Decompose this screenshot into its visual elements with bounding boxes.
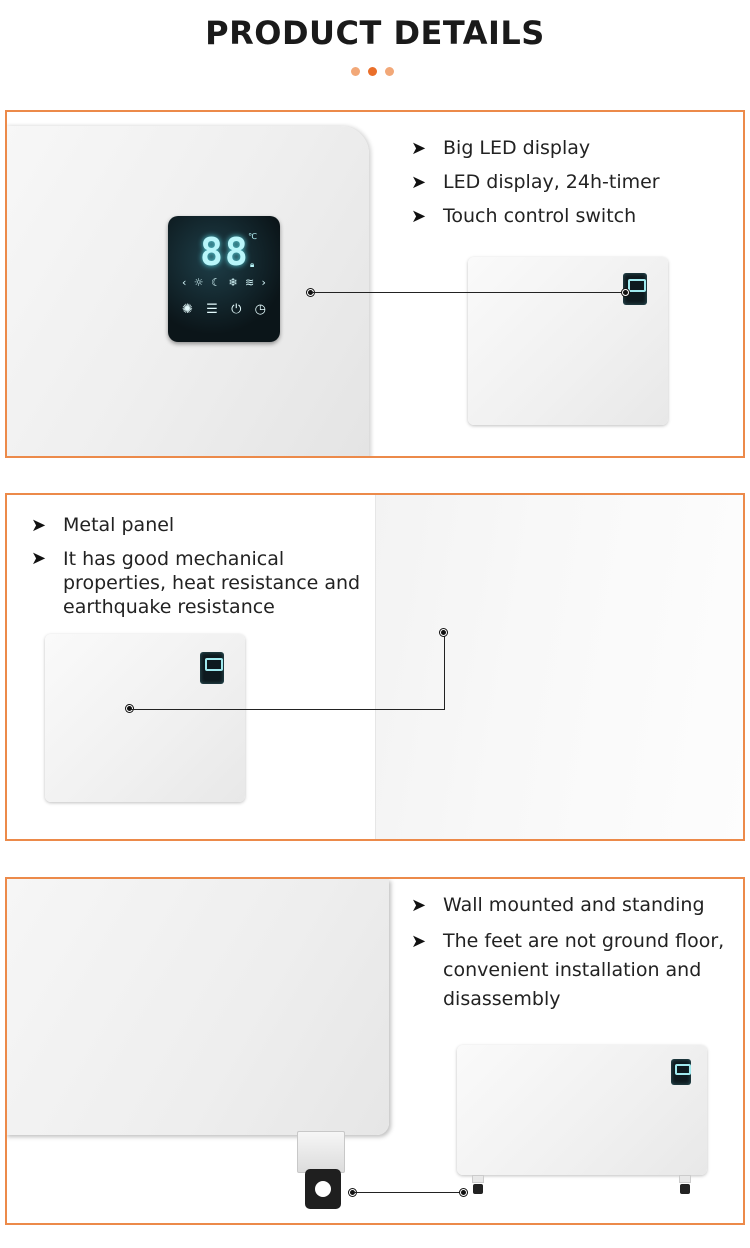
arrow-right-icon: ➤ [411, 206, 427, 227]
list-item: ➤Metal panel [31, 514, 175, 536]
feature-list: ➤Big LED display ➤LED display, 24h-timer… [411, 136, 660, 238]
list-item: ➤Big LED display [411, 137, 591, 159]
chevron-left-icon: ‹ [182, 276, 187, 289]
power-icon: ⏻ [231, 302, 242, 317]
feature-list: ➤Wall mounted and standing ➤The feet are… [411, 893, 741, 1023]
heater-corner-closeup-image [7, 879, 389, 1135]
callout-line [444, 633, 445, 710]
arrow-right-icon: ➤ [31, 548, 47, 569]
callout-line [131, 709, 445, 710]
display-unit: ℃ [248, 232, 257, 241]
dot-icon [351, 67, 360, 76]
sun-icon: ☼ [193, 276, 204, 289]
metal-panel-closeup-image [375, 495, 743, 839]
heater-thumbnail-image [468, 257, 668, 425]
arrow-right-icon: ➤ [411, 931, 427, 952]
dot-icon [385, 67, 394, 76]
display-controls-row: ✺ ☰ ⏻ ◷ [182, 302, 266, 317]
callout-dot [622, 289, 629, 296]
chevron-right-icon: › [261, 276, 266, 289]
foot-leg-image [679, 1175, 691, 1183]
mini-display-icon [200, 652, 224, 684]
section-metal-panel: ➤Metal panel ➤It has good mechanical pro… [5, 493, 745, 841]
title-dots [351, 67, 394, 76]
mode-icon: ✺ [182, 302, 193, 317]
list-item: ➤It has good mechanical properties, heat… [31, 548, 361, 618]
foot-wheel-image [473, 1184, 483, 1194]
lock-icon: 🔒︎ [250, 260, 255, 269]
page-title: PRODUCT DETAILS [205, 14, 545, 52]
feature-list: ➤Metal panel ➤It has good mechanical pro… [31, 513, 361, 628]
callout-line [312, 292, 627, 293]
mini-display-icon [671, 1059, 691, 1085]
foot-wheel-image [680, 1184, 690, 1194]
timer-icon: ◷ [254, 302, 266, 317]
foot-bracket-image [297, 1131, 345, 1173]
callout-line [354, 1192, 464, 1193]
callout-dot [460, 1189, 467, 1196]
arrow-right-icon: ➤ [411, 172, 427, 193]
dot-icon [368, 67, 377, 76]
led-display-screen: 88 ℃ 🔒︎ ‹ ☼ ☾ ❄ ≋ › ✺ ☰ ⏻ ◷ [168, 216, 280, 342]
callout-dot [126, 705, 133, 712]
heater-standing-image [457, 1045, 707, 1175]
heater-thumbnail-image [45, 634, 245, 802]
wifi-icon: ≋ [244, 276, 255, 289]
list-item: ➤The feet are not ground floor, convenie… [411, 927, 741, 1014]
foot-leg-image [472, 1175, 484, 1183]
arrow-right-icon: ➤ [411, 895, 427, 916]
moon-icon: ☾ [211, 276, 221, 289]
arrow-right-icon: ➤ [411, 138, 427, 159]
section-led-display: 88 ℃ 🔒︎ ‹ ☼ ☾ ❄ ≋ › ✺ ☰ ⏻ ◷ ➤Big LED dis… [5, 110, 745, 458]
list-item: ➤LED display, 24h-timer [411, 171, 660, 193]
callout-dot [440, 629, 447, 636]
snowflake-icon: ❄ [228, 276, 238, 289]
arrow-right-icon: ➤ [31, 515, 47, 536]
list-item: ➤Touch control switch [411, 205, 637, 227]
list-item: ➤Wall mounted and standing [411, 894, 705, 916]
foot-wheel-image [305, 1169, 341, 1209]
display-mode-row: ‹ ☼ ☾ ❄ ≋ › [182, 276, 266, 289]
section-mounting: ➤Wall mounted and standing ➤The feet are… [5, 877, 745, 1225]
display-digits: 88 [200, 230, 250, 274]
settings-sliders-icon: ☰ [206, 302, 218, 317]
